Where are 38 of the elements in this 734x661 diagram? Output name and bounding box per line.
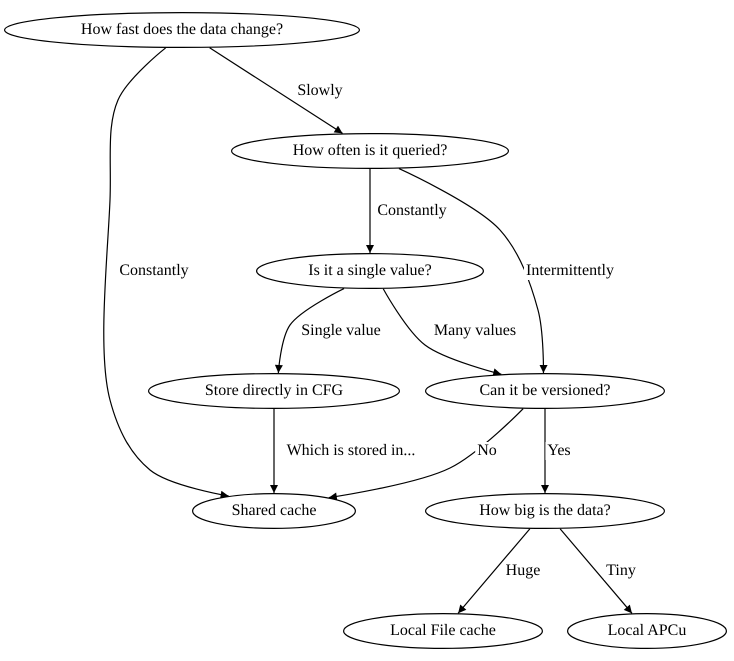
decision-ellipse — [425, 373, 665, 409]
edge-label: Intermittently — [524, 262, 616, 280]
node-text: How fast does the data change? — [80, 21, 284, 39]
decision-ellipse — [192, 493, 356, 529]
node-text: Shared cache — [232, 502, 316, 520]
node-text: Local File cache — [390, 622, 496, 640]
decision-ellipse — [425, 493, 665, 529]
edge-label: Constantly — [375, 202, 449, 220]
decision-ellipse — [231, 133, 509, 169]
decision-ellipse — [567, 613, 727, 649]
arrow — [270, 409, 278, 493]
node-text: Is it a single value? — [308, 262, 432, 280]
arrow — [382, 288, 502, 376]
arrow — [209, 47, 343, 134]
edge-label: Huge — [504, 562, 542, 580]
arrow — [541, 409, 549, 493]
node-text: Local APCu — [608, 622, 686, 640]
arrow — [274, 288, 344, 374]
node-text: Store directly in CFG — [204, 382, 344, 400]
arrow — [560, 528, 632, 614]
edge-label: Tiny — [604, 562, 638, 580]
arrow — [458, 528, 530, 614]
decision-ellipse — [4, 12, 360, 48]
decision-ellipse — [148, 373, 400, 409]
node-text: How big is the data? — [479, 502, 611, 520]
edge-label: Yes — [545, 442, 573, 460]
node-text: How often is it queried? — [292, 142, 448, 160]
arrow — [103, 47, 229, 499]
node-text: Can it be versioned? — [479, 382, 611, 400]
edge-label: Slowly — [295, 82, 345, 100]
edge-label: Many values — [432, 322, 518, 340]
decision-ellipse — [256, 253, 484, 289]
edge-label: Single value — [299, 322, 383, 340]
arrow — [328, 408, 524, 500]
decision-ellipse — [343, 613, 543, 649]
arrow — [366, 169, 374, 253]
arrow — [398, 168, 548, 373]
edge-label: Constantly — [117, 262, 191, 280]
